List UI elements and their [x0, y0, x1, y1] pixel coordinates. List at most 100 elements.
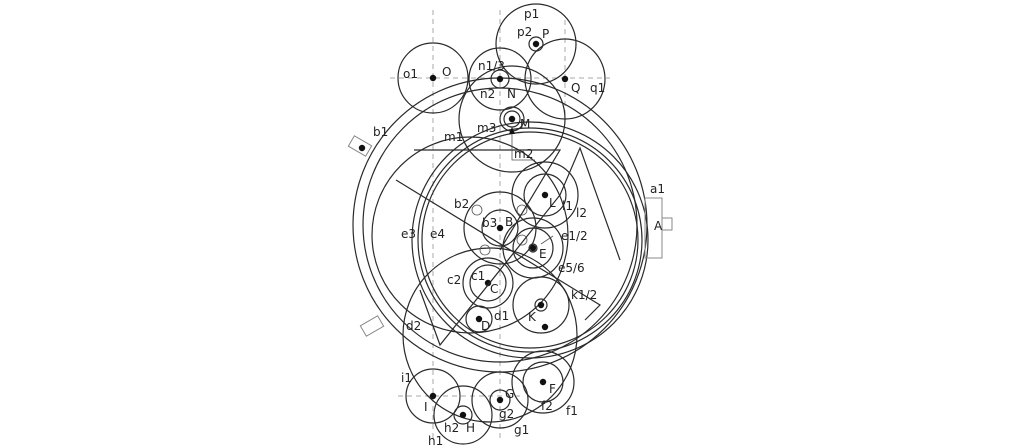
label-H: H	[466, 421, 475, 435]
gear-c1	[469, 264, 507, 302]
label-c2: c2	[447, 273, 461, 287]
label-I: I	[424, 400, 428, 414]
label-l2: l2	[576, 206, 587, 220]
gear-ring-outer	[411, 121, 649, 359]
label-A: A	[654, 219, 663, 233]
leader-m2	[511, 134, 535, 161]
gear-h1	[433, 385, 493, 445]
axle-dot	[484, 279, 492, 287]
axle-dot	[459, 411, 467, 419]
label-n2: n2	[480, 87, 495, 101]
label-h2: h2	[444, 421, 459, 435]
label-e4: e4	[430, 227, 445, 241]
gear-k12	[512, 276, 570, 334]
axle-dot	[541, 191, 549, 199]
gear-hole1	[471, 204, 483, 216]
label-C: C	[490, 282, 498, 296]
gear-d1	[465, 305, 493, 333]
sector-d2	[419, 146, 621, 347]
label-G: G	[505, 387, 514, 401]
gear-o1	[397, 42, 469, 114]
gear-c2	[462, 257, 514, 309]
label-m1: m1	[444, 130, 463, 144]
label-M: M	[520, 117, 530, 131]
label-K: K	[528, 310, 537, 324]
label-c1: c1	[471, 269, 485, 283]
label-O: O	[442, 65, 451, 79]
gear-e3	[371, 136, 569, 334]
label-D: D	[481, 319, 490, 333]
label-m3: m3	[477, 121, 496, 135]
axle-dot	[475, 315, 483, 323]
gear-hole4	[516, 234, 528, 246]
gear-ring-inner	[421, 131, 639, 349]
axle-dot	[541, 323, 549, 331]
label-Q: Q	[571, 81, 580, 95]
gears	[352, 3, 649, 445]
arrow-m2	[509, 127, 515, 134]
gear-e	[528, 243, 538, 253]
axle-dot	[496, 224, 504, 232]
gear-l2	[511, 161, 579, 229]
label-i1: i1	[401, 371, 412, 385]
label-f1: f1	[566, 404, 578, 418]
sector-m1	[414, 149, 562, 251]
axle-dot	[429, 392, 437, 400]
label-g1: g1	[514, 423, 529, 437]
gear-hole3	[479, 244, 491, 256]
axle-dot	[561, 75, 569, 83]
axle-dot	[508, 115, 516, 123]
bracket-b1	[347, 135, 373, 157]
label-b2: b2	[454, 197, 469, 211]
label-n1-3: n1/3	[478, 59, 505, 73]
label-F: F	[549, 382, 556, 396]
label-k1-2: k1/2	[571, 288, 597, 302]
label-b1: b1	[373, 125, 388, 139]
label-e1-2: e1/2	[561, 229, 588, 243]
label-d1: d1	[494, 309, 509, 323]
label-l1: l1	[562, 199, 573, 213]
gear-f2	[522, 361, 564, 403]
axle-dot	[529, 244, 537, 252]
label-g2: g2	[499, 407, 514, 421]
leader-e12	[540, 235, 554, 245]
gear-i1	[405, 368, 461, 424]
label-p2: p2	[517, 25, 532, 39]
gear-n13	[468, 47, 532, 111]
label-b3: b3	[482, 216, 497, 230]
label-f2: f2	[541, 399, 553, 413]
axles	[358, 40, 569, 419]
gear-g1	[471, 371, 529, 429]
axle-dot	[537, 301, 545, 309]
axle-dot	[358, 144, 366, 152]
gear-f1	[511, 350, 575, 414]
bracket-lower	[359, 315, 385, 337]
axle-dot	[532, 40, 540, 48]
gear-h2	[453, 405, 473, 425]
gear-m1	[458, 65, 566, 173]
label-e3: e3	[401, 227, 416, 241]
label-p1: p1	[524, 7, 539, 21]
gear-k	[534, 298, 548, 312]
label-h1: h1	[428, 434, 443, 448]
axle-dot	[539, 378, 547, 386]
label-q1: q1	[590, 81, 605, 95]
label-m2: m2	[514, 147, 533, 161]
label-o1: o1	[403, 67, 418, 81]
gear-ring-mid	[417, 127, 643, 353]
gear-g2	[489, 389, 511, 411]
label-P: P	[542, 27, 549, 41]
axle-dot	[496, 396, 504, 404]
label-a1: a1	[650, 182, 665, 196]
sector-e	[395, 179, 601, 321]
axle-dot	[429, 74, 437, 82]
label-N: N	[507, 87, 516, 101]
label-d2: d2	[406, 319, 421, 333]
structural-parts	[347, 127, 673, 347]
label-e5-6: e5/6	[558, 261, 585, 275]
gear-b3	[481, 209, 519, 247]
bracket-a1-tab	[661, 217, 673, 231]
label-B: B	[505, 215, 513, 229]
